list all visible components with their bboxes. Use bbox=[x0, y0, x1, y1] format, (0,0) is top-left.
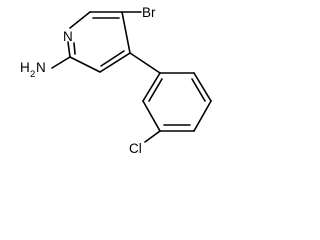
amine-h-label: H bbox=[20, 60, 30, 75]
bromine-label: Br bbox=[142, 5, 156, 20]
bond-a5-a6 bbox=[142, 100, 161, 132]
amine-h-count-label: 2 bbox=[30, 69, 35, 80]
pyridine-ring bbox=[67, 11, 131, 73]
bond-c2-n1 bbox=[67, 41, 71, 58]
bond-n1-c6 bbox=[69, 11, 91, 29]
bond-a2-a3 bbox=[193, 72, 212, 102]
bond-a5-cl bbox=[144, 130, 161, 143]
bond-c4-aryl bbox=[129, 52, 161, 74]
bond-c2-nh2 bbox=[51, 56, 71, 69]
bond-c3-c2 bbox=[69, 56, 101, 73]
bond-c5-c4 bbox=[121, 11, 131, 54]
ring-nitrogen-label: N bbox=[63, 29, 73, 44]
bond-a2-a3-inner bbox=[191, 78, 206, 102]
bond-a6-a1 bbox=[142, 72, 161, 102]
structure-canvas: N Br H 2 N Cl bbox=[0, 0, 235, 158]
bond-c4-c3-inner bbox=[100, 50, 125, 67]
chlorophenyl-ring bbox=[142, 72, 212, 132]
bond-c2-n1-inner bbox=[73, 42, 76, 55]
bond-c4-c3 bbox=[99, 52, 131, 73]
molecule-diagram: N Br H 2 N Cl bbox=[20, 5, 212, 156]
bond-a6-a1-inner bbox=[148, 78, 163, 102]
chlorine-label: Cl bbox=[129, 141, 142, 156]
bond-a3-a4 bbox=[193, 100, 212, 132]
amine-n-label: N bbox=[36, 60, 46, 75]
